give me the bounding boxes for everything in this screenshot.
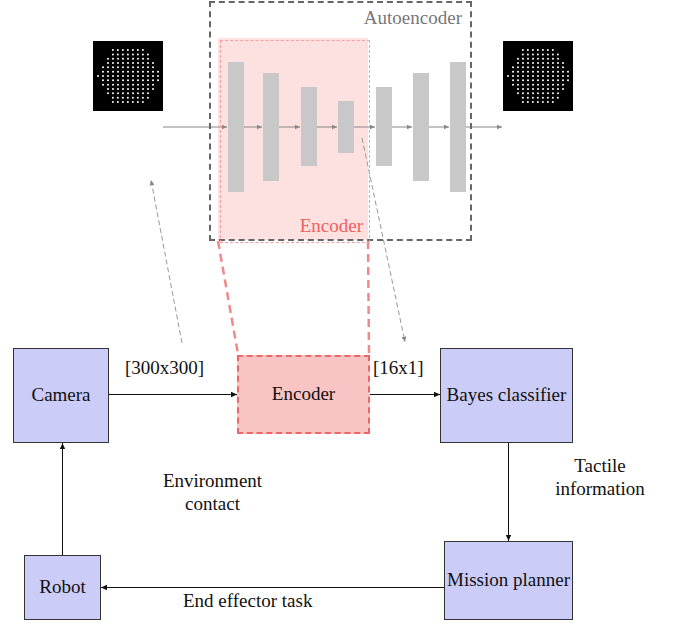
encoder-region: Encoder xyxy=(220,40,370,243)
node-text: Encoder xyxy=(272,383,335,406)
dot-pattern xyxy=(97,49,159,103)
autoencoder-frame: AutoencoderEncoder xyxy=(209,1,472,241)
planner-box: Mission planner xyxy=(444,541,573,620)
node-text: Camera xyxy=(31,384,90,407)
edge-label: Environment contact xyxy=(150,470,275,516)
node-text: Encoder xyxy=(300,215,363,238)
edge-label: Tactile information xyxy=(530,455,670,501)
edge-label: [16x1] xyxy=(373,357,453,380)
classifier-box: Bayes classifier xyxy=(440,348,573,443)
node-text: Robot xyxy=(39,576,85,599)
encoder-box: Encoder xyxy=(237,355,370,434)
input-image xyxy=(93,41,163,111)
layer-arrows xyxy=(163,127,502,128)
connector-arrow xyxy=(508,443,509,541)
connector-arrow xyxy=(101,587,444,588)
output-image xyxy=(503,41,573,111)
connector-arrow xyxy=(370,394,440,395)
connector-arrow xyxy=(62,443,63,555)
edge-label: End effector task xyxy=(183,590,383,613)
network-layers xyxy=(228,62,466,192)
camera-box: Camera xyxy=(13,348,109,443)
edge-label: [300x300] xyxy=(125,357,235,380)
node-text: Bayes classifier xyxy=(447,384,567,407)
robot-box: Robot xyxy=(24,555,101,620)
dot-pattern xyxy=(507,49,569,103)
node-text: Autoencoder xyxy=(364,7,462,30)
zoom-lines xyxy=(218,241,369,354)
encoder-region-fill xyxy=(218,38,368,240)
node-text: Mission planner xyxy=(447,569,570,592)
connector-arrow xyxy=(109,394,237,395)
